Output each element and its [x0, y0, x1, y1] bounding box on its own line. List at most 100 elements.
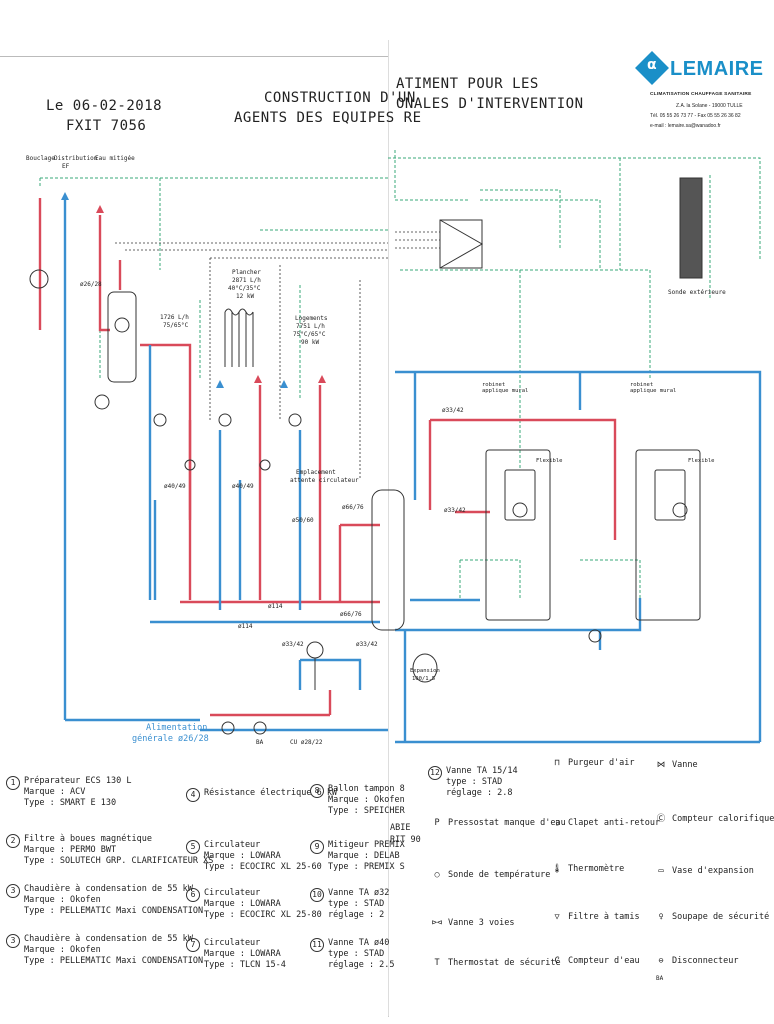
symbol-purgeur-air: ⊓Purgeur d'air: [550, 758, 634, 768]
heat-meter-icon: Ⓒ: [656, 814, 666, 824]
label-alim-1: Alimentation: [146, 723, 208, 733]
label-d40-49a: ø40/49: [164, 483, 186, 490]
label-temp1: 75/65°C: [163, 322, 189, 329]
symbol-sonde: ○Sonde de température: [430, 870, 550, 880]
symbol-vanne-3-voies: ⊳⊲Vanne 3 voies: [431, 918, 515, 928]
label-d33-42b: ø33/42: [356, 641, 378, 648]
strainer-icon: ▽: [554, 912, 560, 922]
check-valve-icon: ▯: [554, 818, 560, 828]
logo-address: Z.A. la Solane - 19000 TULLE: [676, 103, 743, 109]
label-attente: attente circulateur: [290, 477, 359, 484]
safety-valve-icon: ♀: [658, 912, 664, 922]
label-distribution: Distribution: [54, 155, 98, 162]
header-title-left-2: AGENTS DES EQUIPES RE: [234, 110, 422, 126]
label-d66-76a: ø66/76: [342, 504, 364, 511]
symbol-ba-label: BA: [656, 975, 664, 982]
symbol-disconnecteur: ⊖Disconnecteur: [654, 956, 738, 966]
label-plancher-flow: 2871 L/h: [232, 277, 261, 284]
label-ba: BA: [256, 739, 264, 746]
symbol-thermometre: 🌡Thermomètre: [551, 864, 625, 874]
label-d33-42d: ø33/42: [444, 507, 466, 514]
label-d40-49b: ø40/49: [232, 483, 254, 490]
label-logements: Logements: [295, 315, 328, 322]
symbol-vase-expansion: ▭Vase d'expansion: [654, 866, 753, 876]
label-plancher-power: 12 kW: [236, 293, 255, 300]
equipment: [29, 177, 703, 735]
expansion-vessel-icon: ▭: [658, 866, 664, 876]
logo-subtitle: CLIMATISATION CHAUFFAGE SANITAIRE: [650, 92, 752, 97]
valve-icon: ⋈: [656, 760, 666, 770]
thermometer-icon: 🌡: [551, 864, 563, 874]
label-emplacement: Emplacement: [296, 469, 336, 476]
label-cu: CU ø28/22: [290, 739, 323, 746]
header-date: Le 06-02-2018: [46, 98, 163, 114]
signal-lines: [115, 231, 440, 480]
label-d50-60: ø50/60: [292, 517, 314, 524]
backflow-preventer-icon: ⊖: [658, 956, 664, 966]
label-alim-2: générale ø26/28: [132, 734, 209, 744]
label-bouclage: Bouclage: [26, 155, 55, 162]
three-way-valve-icon: ⊳⊲: [431, 918, 443, 928]
label-expansion: Expansion: [410, 668, 440, 674]
sheet-right: [388, 40, 769, 1016]
header-title-left-1: CONSTRUCTION D'UN: [264, 90, 416, 106]
symbol-vanne: ⋈Vanne: [654, 760, 698, 770]
pressure-switch-icon: P: [434, 818, 440, 828]
arrows: [96, 205, 326, 383]
logo-email: e-mail : lemaire.sa@wanadoo.fr: [650, 123, 721, 129]
label-d114b: ø114: [238, 623, 253, 630]
label-log-power: 90 kW: [301, 339, 320, 346]
label-flexible-2: Flexible: [688, 458, 715, 464]
label-flow1: 1726 L/h: [160, 314, 189, 321]
label-flexible-1: Flexible: [536, 458, 563, 464]
label-expansion-vol: 100/1.5: [412, 676, 436, 682]
label-log-flow: 7751 L/h: [296, 323, 325, 330]
symbol-soupape: ♀Soupape de sécurité: [654, 912, 769, 922]
label-plancher-temp: 40°C/35°C: [228, 285, 261, 292]
symbol-filtre: ▽Filtre à tamis: [550, 912, 639, 922]
label-sonde-exterieure: Sonde extérieure: [668, 289, 726, 296]
label-log-temp: 75°C/65°C: [293, 331, 326, 338]
header-title-right-2: ONALES D'INTERVENTION: [396, 96, 584, 112]
legend-partial-rit: RIT 90: [390, 835, 421, 845]
header-title-right-1: ATIMENT POUR LES: [396, 76, 539, 92]
label-ef: EF: [62, 163, 70, 170]
label-d33-42c: ø33/42: [442, 407, 464, 414]
label-d66-76b: ø66/76: [340, 611, 362, 618]
logo-name: LEMAIRE: [670, 58, 764, 80]
control-wiring: [39, 150, 761, 600]
label-d114a: ø114: [268, 603, 283, 610]
return-pipes: [63, 198, 762, 744]
water-meter-icon: C: [554, 956, 560, 966]
label-d26-28: ø26/28: [80, 281, 102, 288]
label-plancher: Plancher: [232, 269, 261, 276]
temperature-sensor-icon: ○: [434, 870, 440, 880]
hot-pipes: [38, 198, 617, 717]
legend-partial-abie: ABIE: [390, 823, 411, 833]
air-vent-icon: ⊓: [554, 758, 560, 768]
logo-phone: Tél. 05 55 26 73 77 - Fax 05 55 26 36 82: [650, 113, 741, 119]
symbol-clapet: ▯Clapet anti-retour: [550, 818, 660, 828]
safety-thermostat-icon: T: [434, 958, 440, 968]
label-robinet-2: robinet applique mural: [630, 382, 677, 395]
label-d33-42a: ø33/42: [282, 641, 304, 648]
label-robinet-1: robinet applique mural: [482, 382, 529, 395]
